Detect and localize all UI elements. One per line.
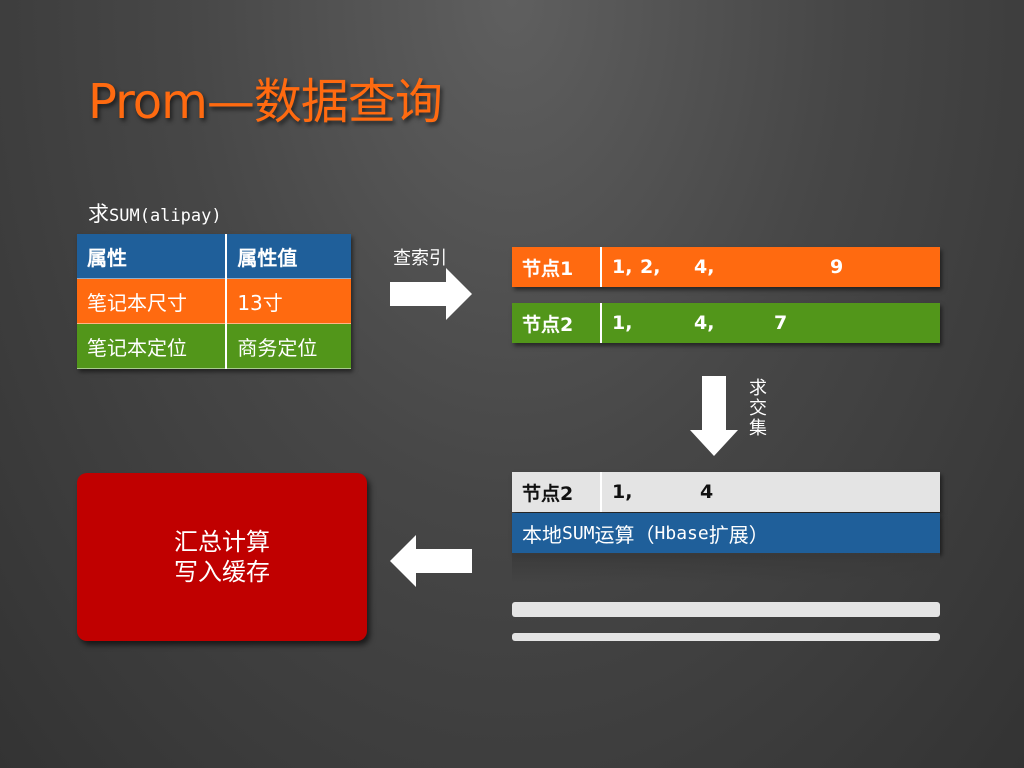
node-label: 节点1 (512, 247, 602, 287)
query-label: 求SUM(alipay) (88, 198, 222, 228)
summary-box: 汇总计算 写入缓存 (77, 473, 367, 641)
arrow-right-icon (390, 268, 472, 320)
attribute-table: 属性 属性值 笔记本尺寸 13寸 笔记本定位 商务定位 (77, 234, 351, 369)
summary-line-2: 写入缓存 (174, 558, 270, 586)
node-values: 1, 2, 4, 9 (602, 247, 940, 287)
reflection-fade (512, 553, 940, 583)
summary-line-1: 汇总计算 (174, 528, 270, 556)
local-expr: SUM (562, 522, 595, 544)
arrow-down-icon (690, 376, 738, 456)
table-cell: 13寸 (226, 278, 351, 324)
query-expression: SUM(alipay) (109, 206, 222, 226)
local-hbase: Hbase (654, 522, 709, 544)
local-suffix: 扩展） (708, 522, 769, 547)
table-header-row: 属性 属性值 (77, 234, 351, 279)
node-label: 节点2 (512, 472, 602, 512)
header-attribute: 属性 (77, 234, 228, 279)
node-value: 1, (612, 312, 633, 334)
local-prefix: 本地 (522, 522, 562, 547)
query-prefix: 求 (88, 202, 109, 226)
node-value: 1, (612, 256, 633, 278)
node-value: 4 (700, 481, 714, 503)
table-cell: 笔记本定位 (77, 323, 228, 369)
table-row: 笔记本定位 商务定位 (77, 323, 351, 369)
placeholder-bar (512, 602, 940, 617)
table-cell: 笔记本尺寸 (77, 278, 228, 324)
node-value: 4, (694, 256, 715, 278)
local-mid: 运算（ (594, 522, 655, 547)
table-cell: 商务定位 (226, 323, 351, 369)
node-2-row: 节点2 1, 4, 7 (512, 303, 940, 343)
placeholder-bar (512, 633, 940, 641)
node-values: 1, 4, 7 (602, 303, 940, 343)
page-title: Prom—数据查询 (88, 74, 443, 130)
header-attribute-value: 属性值 (226, 234, 351, 279)
index-lookup-label: 查索引 (393, 248, 447, 269)
intersect-label: 求交集 (746, 378, 767, 438)
node-values: 1, 4 (602, 472, 940, 512)
node-value: 2, (640, 256, 661, 278)
node-value: 7 (774, 312, 788, 334)
node-label: 节点2 (512, 303, 602, 343)
node-value: 1, (612, 481, 633, 503)
node-1-row: 节点1 1, 2, 4, 9 (512, 247, 940, 287)
node-value: 9 (830, 256, 844, 278)
arrow-left-icon (390, 535, 472, 587)
result-node-row: 节点2 1, 4 (512, 472, 940, 512)
table-row: 笔记本尺寸 13寸 (77, 278, 351, 324)
node-value: 4, (694, 312, 715, 334)
